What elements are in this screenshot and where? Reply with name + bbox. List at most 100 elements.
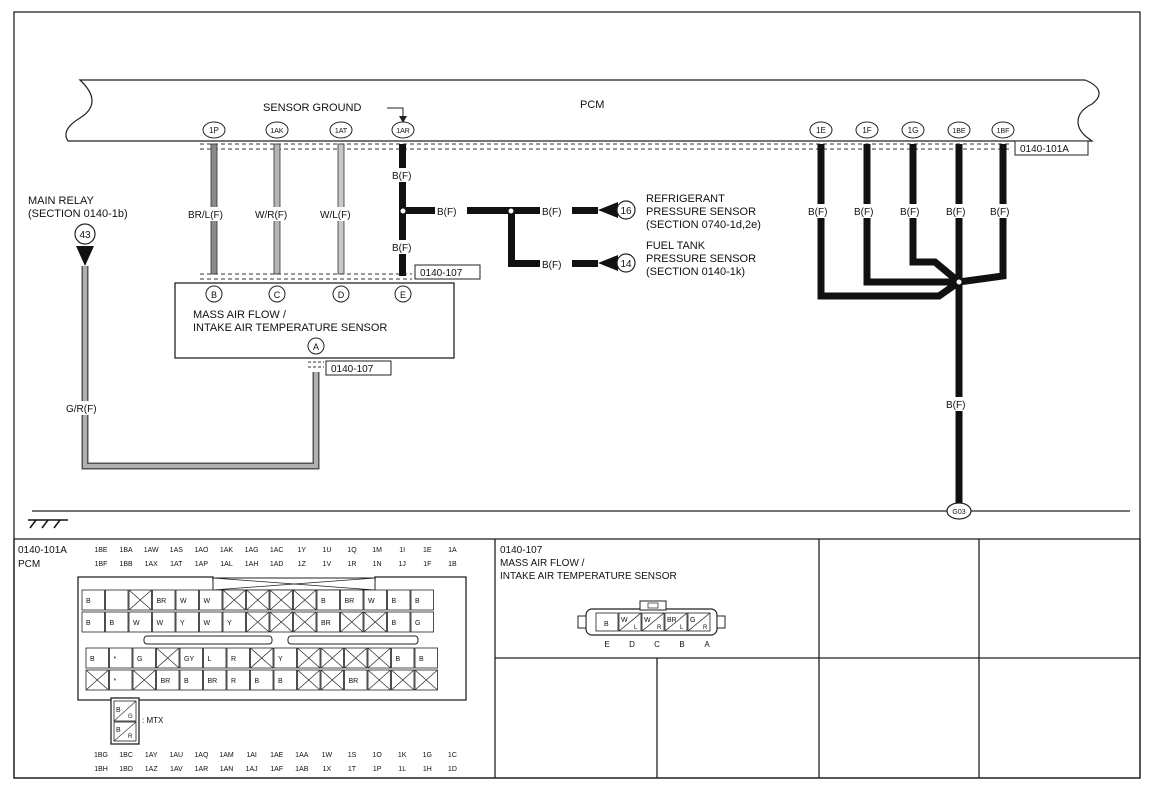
fuel-tank-sensor-line1: FUEL TANK xyxy=(646,240,706,252)
pin-number-label: 1AQ xyxy=(194,752,209,759)
pin-number-label: 1I xyxy=(399,547,405,554)
refrigerant-sensor-line2: PRESSURE SENSOR xyxy=(646,206,756,218)
cell-wire-code: B xyxy=(90,656,95,663)
pin-number-label: 1J xyxy=(398,561,405,568)
connector-cell xyxy=(132,647,156,669)
fuel-tank-sensor-line3: (SECTION 0140-1k) xyxy=(646,266,745,278)
pin-number-label: 1T xyxy=(348,766,357,773)
empty-cell-cross xyxy=(363,611,387,633)
conn-101a-name: PCM xyxy=(18,559,40,570)
sensor-ground-arrowhead xyxy=(399,116,407,123)
splice-point xyxy=(955,278,963,286)
empty-cell-cross xyxy=(320,647,344,669)
connector-cell xyxy=(81,611,105,633)
pin-number-label: 1U xyxy=(322,547,331,554)
maf-pin-letter: C xyxy=(654,640,660,649)
connector-cell xyxy=(175,589,199,611)
cell-wire-code: B xyxy=(255,678,260,685)
wire-label-bf-1f: B(F) xyxy=(854,207,873,218)
pin-number-label: 1E xyxy=(423,547,432,554)
connector-cell xyxy=(387,589,411,611)
pcm-body xyxy=(65,79,1100,142)
wire-label-g-r: G/R(F) xyxy=(66,404,97,415)
pin-number-label: 1P xyxy=(373,766,382,773)
label-bg xyxy=(390,168,420,182)
pin-number-label: 1AP xyxy=(195,561,209,568)
cell-wire-code: Y xyxy=(278,656,283,663)
empty-cell-cross xyxy=(246,611,270,633)
pcm-connector-dashes xyxy=(200,143,1012,150)
cell-wire-code: R xyxy=(231,656,236,663)
svg-text:L: L xyxy=(680,625,684,631)
pcm-label: PCM xyxy=(580,99,604,111)
cell-wire-code: G xyxy=(415,620,420,627)
pin-number-label: 1BB xyxy=(119,561,133,568)
fuel-tank-sensor-pin: 14 xyxy=(616,253,636,273)
fuel-tank-sensor-line2: PRESSURE SENSOR xyxy=(646,253,756,265)
svg-text:R: R xyxy=(657,625,662,631)
svg-text:G: G xyxy=(690,617,695,624)
conn-107-line1: MASS AIR FLOW / xyxy=(500,558,585,569)
connector-cell xyxy=(226,647,250,669)
maf-connector-a-dashes xyxy=(308,361,324,368)
cell-wire-code: * xyxy=(114,656,117,663)
pin-number-label: 1AT xyxy=(170,561,183,568)
pin-number-label: 1O xyxy=(372,752,382,759)
pin-number-label: 1K xyxy=(398,752,407,759)
pin-number-label: 1V xyxy=(323,561,332,568)
pin-number-label: 1F xyxy=(423,561,431,568)
wire-label-bf-main: B(F) xyxy=(946,400,965,411)
svg-text:1G: 1G xyxy=(908,126,919,135)
svg-text:G: G xyxy=(128,714,133,720)
svg-text:43: 43 xyxy=(79,230,91,241)
pin-number-label: 1X xyxy=(323,766,332,773)
pcm-pin-1e: 1E xyxy=(809,121,833,139)
connector-cell xyxy=(105,611,129,633)
conn-101a-id: 0140-101A xyxy=(18,545,67,556)
connector-cell xyxy=(109,669,133,691)
connector-cell xyxy=(203,647,227,669)
svg-text:1BF: 1BF xyxy=(997,128,1010,135)
connector-cell xyxy=(203,669,227,691)
wire-label-bf-1: B(F) xyxy=(392,171,411,182)
connector-cell xyxy=(410,589,434,611)
empty-cell-cross xyxy=(128,589,152,611)
svg-text:C: C xyxy=(274,290,281,300)
wire-label-bf-1bf: B(F) xyxy=(990,207,1009,218)
connector-ref-101a: 0140-101A xyxy=(1020,144,1069,155)
maf-connector-face: B WL WR BRL GR xyxy=(577,600,726,636)
empty-cell-cross xyxy=(414,669,438,691)
pin-number-label: 1AN xyxy=(220,766,234,773)
pin-number-label: 1BH xyxy=(94,766,108,773)
connector-tables xyxy=(13,538,1141,779)
connector-ref-107-box-b xyxy=(325,360,392,376)
wire-label-bf-1be: B(F) xyxy=(946,207,965,218)
wire-label-bf-2: B(F) xyxy=(392,243,411,254)
connector-cell xyxy=(410,611,434,633)
label-bg xyxy=(252,207,304,221)
sensor-ground-label: SENSOR GROUND xyxy=(263,102,361,114)
cell-wire-code: BR xyxy=(345,598,355,605)
svg-text:R: R xyxy=(128,734,133,740)
connector-cell xyxy=(273,669,297,691)
cell-wire-code: * xyxy=(114,678,117,685)
cell-wire-code: B xyxy=(392,598,397,605)
svg-text:W: W xyxy=(644,617,651,624)
pin-number-label: 1W xyxy=(322,752,333,759)
pin-number-label: 1AD xyxy=(270,561,284,568)
svg-text:G03: G03 xyxy=(952,509,965,516)
cell-wire-code: B xyxy=(278,678,283,685)
wire-label-w-r: W/R(F) xyxy=(255,210,287,221)
conn-107-id: 0140-107 xyxy=(500,545,543,556)
connector-ref-107-box-a xyxy=(414,264,481,280)
cell-wire-code: L xyxy=(208,656,212,663)
pcm-pin-1g: 1G xyxy=(901,121,925,139)
maf-sensor-name-line2: INTAKE AIR TEMPERATURE SENSOR xyxy=(193,322,387,334)
cell-wire-code: R xyxy=(231,678,236,685)
svg-text:D: D xyxy=(338,290,345,300)
wire-label-br-l: BR/L(F) xyxy=(188,210,223,221)
pin-number-label: 1G xyxy=(423,752,432,759)
empty-cell-cross xyxy=(340,611,364,633)
